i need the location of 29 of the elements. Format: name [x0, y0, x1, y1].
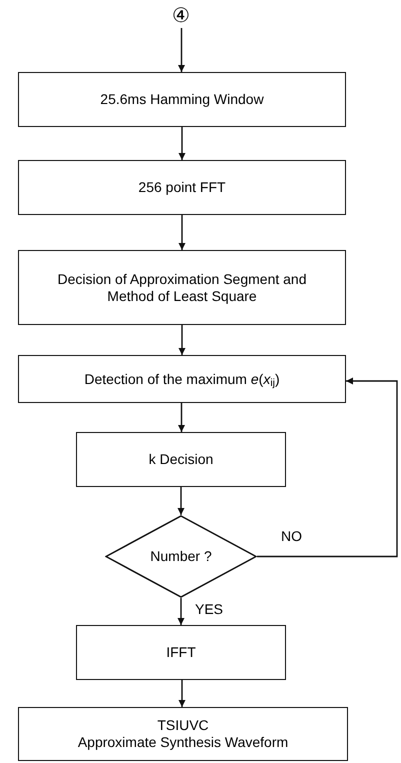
process-text: 25.6ms Hamming Window: [100, 91, 264, 108]
arrow: [178, 325, 186, 355]
process-text: Detection of the maximum e(x$_{ij}$): [84, 370, 280, 388]
process-text: IFFT: [166, 644, 196, 661]
arrow: [178, 403, 185, 432]
process-box: [18, 160, 346, 215]
arrow: [178, 487, 184, 515]
arrow: [178, 215, 186, 250]
arrow: [178, 598, 184, 625]
step-marker: ④: [166, 2, 196, 28]
arrow: [178, 28, 185, 72]
process-text: Approximate Synthesis Waveform: [78, 734, 288, 751]
arrow: [178, 127, 186, 160]
process-text: 256 point FFT: [138, 179, 226, 196]
process-text: k Decision: [148, 451, 214, 468]
edge-label: NO: [279, 528, 304, 542]
process-text: Decision of Approximation Segment and Method of Least Square: [56, 270, 308, 304]
edge-label: YES: [193, 602, 226, 616]
process-box: [18, 250, 346, 325]
decision-text: Number ?: [150, 547, 212, 566]
arrow: [178, 680, 186, 707]
process-box: [76, 432, 286, 487]
decision-diamond: [105, 515, 257, 598]
arrow: [257, 378, 398, 558]
process-box: [76, 625, 286, 680]
process-box: [18, 355, 346, 403]
process-box: [18, 707, 348, 761]
process-text: TSIUVC: [157, 717, 209, 734]
process-box: [18, 72, 346, 127]
